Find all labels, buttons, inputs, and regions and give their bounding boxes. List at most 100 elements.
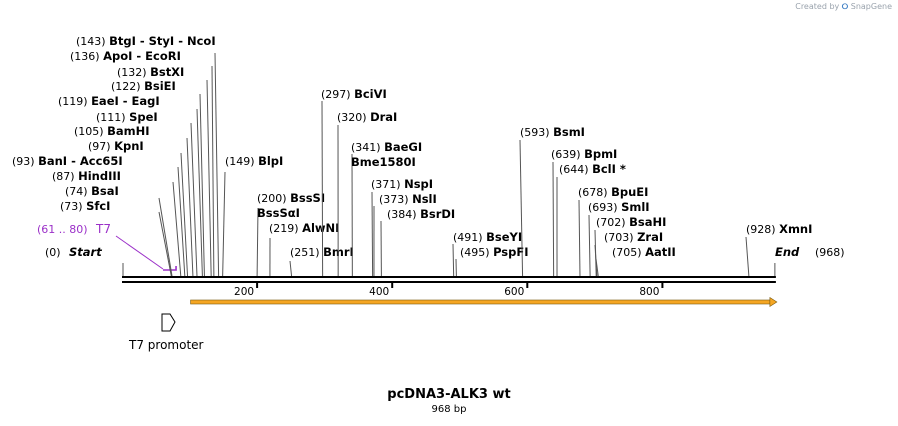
- site-position-spei: (111): [96, 111, 129, 124]
- enzyme-name: SpeI: [129, 110, 158, 124]
- site-leader-bsmi: [519, 139, 524, 277]
- enzyme-name: BsmI: [553, 125, 585, 139]
- ruler-tick-label: 600: [504, 286, 524, 298]
- enzyme-name: PspFI: [493, 245, 528, 259]
- t7-promoter-feature: [161, 313, 176, 332]
- site-label-smli: (693) SmlI: [588, 200, 650, 214]
- t7-promoter-label: T7 promoter: [128, 338, 204, 352]
- site-label-eaei: (119) EaeI - EagI: [58, 94, 160, 108]
- site-position-zrai: (703): [604, 231, 637, 244]
- site-position-bsai: (74): [65, 185, 91, 198]
- site-label-bsrdi: (384) BsrDI: [387, 207, 455, 221]
- site-label-spei: (111) SpeI: [96, 110, 158, 124]
- plasmid-length: 968 bp: [431, 404, 467, 415]
- start-position: (0): [45, 246, 61, 259]
- site-position-bseyi: (491): [453, 231, 486, 244]
- site-leader-spei: [190, 122, 198, 277]
- enzyme-name: BsaHI: [629, 215, 666, 229]
- site-label-bsmi: (593) BsmI: [520, 125, 585, 139]
- site-leader-aatii: [595, 258, 599, 277]
- site-label-bsai: (74) BsaI: [65, 184, 119, 198]
- site-label-xmni: (928) XmnI: [746, 222, 812, 236]
- start-label: Start: [69, 245, 102, 259]
- enzyme-name: BsiEI: [144, 79, 176, 93]
- site-label-bme1580i: Bme1580I: [351, 155, 416, 169]
- created-by-label: Created by: [795, 2, 840, 11]
- site-leader-bsssi: [256, 207, 259, 277]
- site-leader-bmri: [289, 260, 293, 277]
- site-label-bseyi: (491) BseYI: [453, 230, 522, 244]
- site-label-sfci: (73) SfcI: [60, 199, 110, 213]
- plasmid-name: pcDNA3-ALK3 wt: [387, 387, 511, 402]
- site-label-bcli: (644) BclI *: [559, 162, 626, 176]
- site-label-bmri: (251) BmrI: [290, 245, 354, 259]
- site-leader-bani: [177, 166, 186, 277]
- site-leader-bamhi: [186, 137, 194, 277]
- site-position-drai: (320): [337, 111, 370, 124]
- site-position-bani: (93): [12, 155, 38, 168]
- site-label-bani: (93) BanI - Acc65I: [12, 154, 123, 168]
- enzyme-name: SmlI: [621, 200, 650, 214]
- site-label-nsli: (373) NslI: [379, 192, 437, 206]
- ruler-tick-label: 400: [369, 286, 389, 298]
- enzyme-name: BpuEI: [611, 185, 648, 199]
- enzyme-name: KpnI: [114, 139, 144, 153]
- site-label-pspfi: (495) PspFI: [460, 245, 529, 259]
- site-label-drai: (320) DraI: [337, 110, 397, 124]
- site-label-bamhi: (105) BamHI: [74, 124, 150, 138]
- site-position-bsiei: (122): [111, 80, 144, 93]
- site-leader-smli: [588, 214, 591, 277]
- site-leader-sfci: [158, 211, 172, 277]
- t7-primer-range: (61 .. 80): [37, 223, 88, 236]
- site-position-nspi: (371): [371, 178, 404, 191]
- site-leader-nspi: [371, 191, 374, 277]
- site-position-eaei: (119): [58, 95, 91, 108]
- site-position-bstxi: (132): [117, 66, 150, 79]
- enzyme-name: BssSαI: [257, 206, 300, 220]
- site-label-nspi: (371) NspI: [371, 177, 433, 191]
- t7-primer-name: T7: [95, 222, 111, 236]
- site-position-bsahi: (702): [596, 216, 629, 229]
- site-label-alwni: (219) AlwNI: [269, 221, 339, 235]
- enzyme-name: BseYI: [486, 230, 522, 244]
- site-leader-xmni: [745, 236, 750, 277]
- site-label-bsiei: (122) BsiEI: [111, 79, 176, 93]
- site-position-bcli: (644): [559, 163, 592, 176]
- enzyme-name: BanI: [38, 154, 67, 168]
- enzyme-name: BssSI: [290, 191, 325, 205]
- site-leader-bpmi: [552, 161, 555, 277]
- enzyme-name: NslI: [412, 192, 437, 206]
- site-position-hindiii: (87): [52, 170, 78, 183]
- enzyme-name: SfcI: [86, 199, 110, 213]
- ruler-tick-label: 200: [234, 286, 254, 298]
- enzyme-name: BtgI: [109, 34, 136, 48]
- enzyme-name: - EcoRI: [132, 49, 181, 63]
- site-label-btgi: (143) BtgI - StyI - NcoI: [76, 34, 216, 48]
- enzyme-name: AlwNI: [302, 221, 339, 235]
- enzyme-name: BaeGI: [384, 140, 422, 154]
- backbone-bottom-strand: [122, 281, 776, 283]
- site-label-bcivi: (297) BciVI: [321, 87, 387, 101]
- site-position-apoi: (136): [70, 50, 103, 63]
- site-position-btgi: (143): [76, 35, 109, 48]
- site-position-aatii: (705): [612, 246, 645, 259]
- site-label-baegi: (341) BaeGI: [351, 140, 422, 154]
- site-position-nsli: (373): [379, 193, 412, 206]
- enzyme-name: Bme1580I: [351, 155, 416, 169]
- site-leader-bsai: [158, 197, 173, 277]
- snapgene-name: SnapGene: [850, 2, 892, 11]
- site-position-baegi: (341): [351, 141, 384, 154]
- ruler-tick-label: 800: [639, 286, 659, 298]
- site-position-bcivi: (297): [321, 88, 354, 101]
- site-label-zrai: (703) ZraI: [604, 230, 663, 244]
- site-label-bstxi: (132) BstXI: [117, 65, 184, 79]
- enzyme-name: BciVI: [354, 87, 387, 101]
- site-leader-bsiei: [199, 93, 205, 277]
- enzyme-name: ApoI: [103, 49, 132, 63]
- site-position-sfci: (73): [60, 200, 86, 213]
- site-leader-apoi: [211, 65, 215, 277]
- enzyme-name: NspI: [404, 177, 433, 191]
- backbone-top-strand: [122, 276, 776, 278]
- enzyme-name: AatII: [645, 245, 676, 259]
- enzyme-name: XmnI: [779, 222, 812, 236]
